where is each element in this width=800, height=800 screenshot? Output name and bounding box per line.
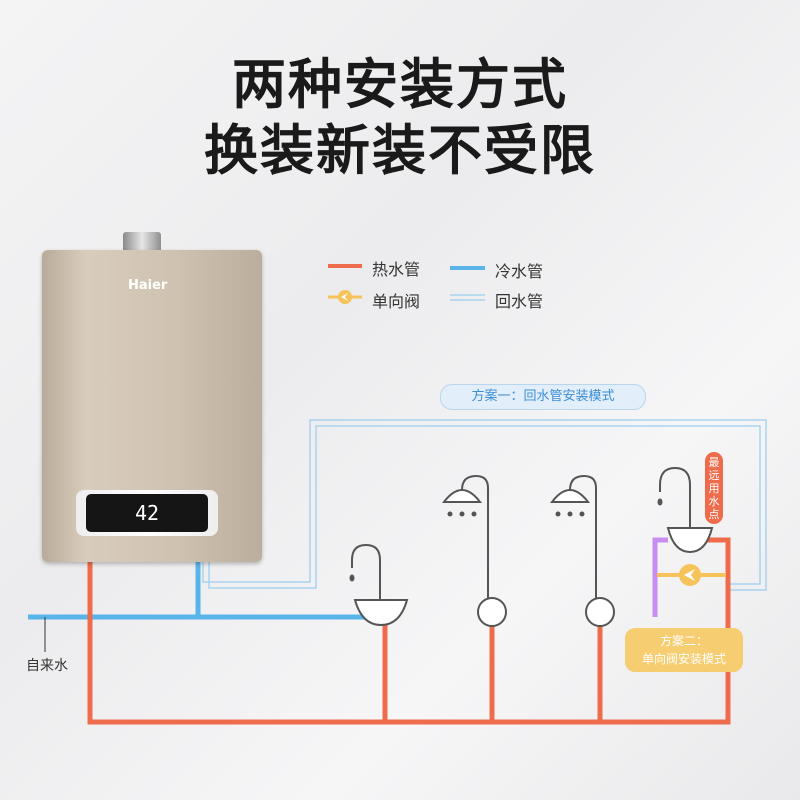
return-pipe [202, 419, 767, 591]
farthest-point-tag: 最远用水点 [705, 452, 723, 524]
legend-valve-label: 单向阀 [372, 292, 421, 311]
shower-1 [441, 474, 507, 627]
legend-cold-label: 冷水管 [495, 262, 544, 281]
water-heater: Haier 42 [42, 250, 262, 562]
legend-return-label: 回水管 [495, 292, 544, 311]
shower-2 [549, 474, 615, 627]
hot-water-pipe [87, 537, 731, 725]
brand-logo: Haier [128, 278, 168, 293]
scheme-1-badge: 方案一：回水管安装模式 [440, 384, 646, 410]
title-line-1: 两种安装方式 [232, 53, 568, 116]
legend-hot-label: 热水管 [372, 260, 421, 279]
scheme-2-badge: 方案二： 单向阀安装模式 [625, 628, 743, 672]
sink-faucet-1 [349, 543, 409, 627]
tap-water-label: 自来水 [26, 658, 68, 674]
temperature-readout: 42 [134, 501, 160, 525]
legend-return-line [450, 294, 485, 301]
legend-check-valve-icon [328, 290, 362, 304]
farthest-faucet [657, 466, 714, 554]
scheme-2-line-1: 方案二： [659, 634, 708, 648]
title-line-2: 换装新装不受限 [204, 119, 596, 182]
check-valve-icon [657, 564, 726, 586]
display-screen: 42 [86, 494, 208, 532]
scheme-2-line-2: 单向阀安装模式 [641, 652, 726, 666]
heater-flue-pipe [123, 232, 161, 252]
control-panel[interactable]: 42 [76, 490, 218, 536]
